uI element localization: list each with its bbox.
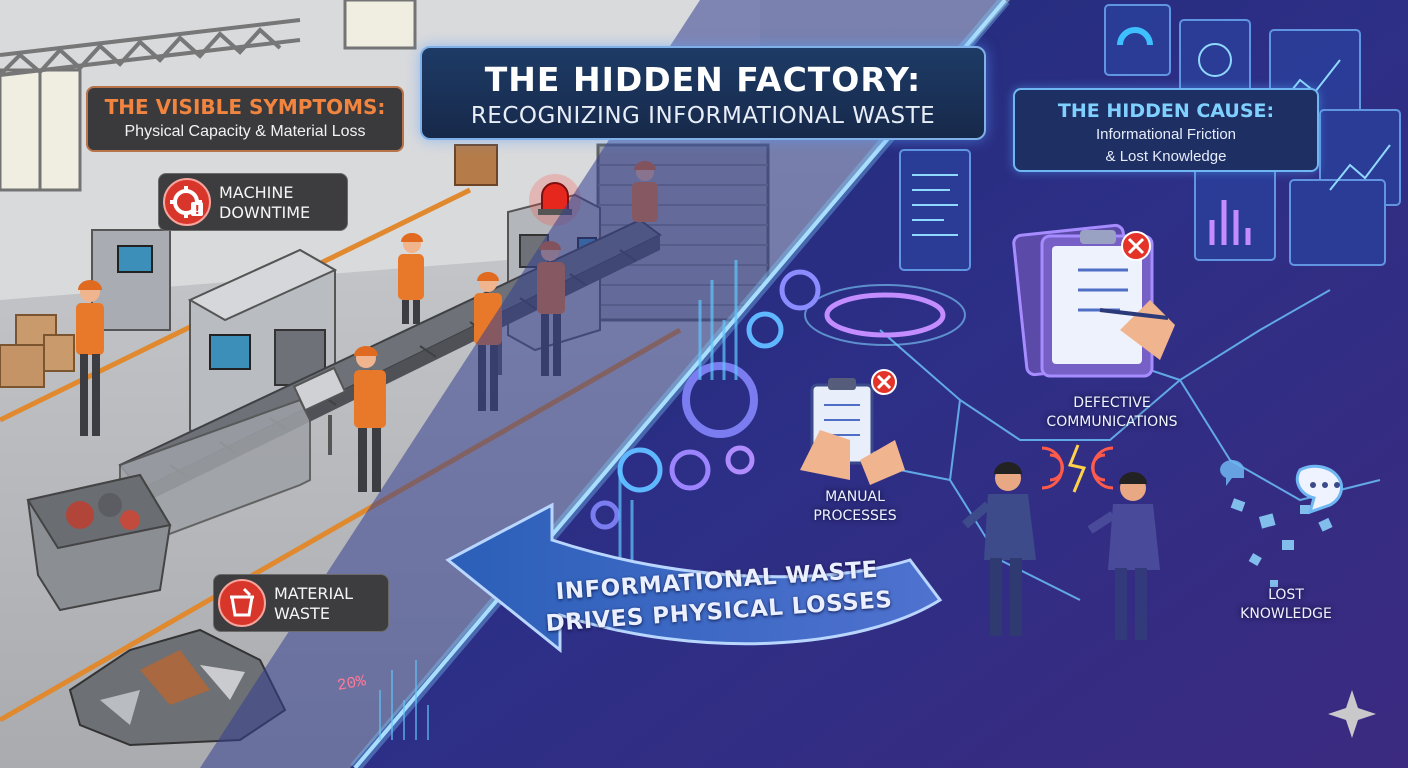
defective-communications-label: DEFECTIVE COMMUNICATIONS xyxy=(1046,395,1178,430)
data-bars-low xyxy=(379,660,429,740)
dashboard-marks xyxy=(912,27,1391,245)
glow-ring xyxy=(804,284,966,346)
scrap-bin xyxy=(26,473,172,612)
person xyxy=(1087,472,1160,640)
overhead-truss xyxy=(0,18,301,77)
material-waste-tag: MATERIAL WASTE xyxy=(213,574,389,632)
material-waste-label: MATERIAL WASTE xyxy=(274,584,354,623)
speech-bubble-icon xyxy=(1295,464,1344,515)
gear-icons xyxy=(590,269,821,530)
crates xyxy=(0,144,498,388)
page-title: THE HIDDEN FACTORY: xyxy=(484,60,922,99)
worker xyxy=(354,346,386,492)
factory-windows xyxy=(0,0,417,192)
person xyxy=(962,462,1036,636)
title-panel: THE HIDDEN FACTORY: RECOGNIZING INFORMAT… xyxy=(420,46,986,140)
sparkle-icon xyxy=(1328,690,1376,738)
svg-text:!: ! xyxy=(195,203,200,217)
lost-knowledge-label: LOST KNOWLEDGE xyxy=(1240,587,1332,622)
visible-symptoms-subheading: Physical Capacity & Material Loss xyxy=(124,123,366,140)
manual-processes-label: MANUAL PROCESSES xyxy=(813,489,897,524)
data-bars xyxy=(618,260,738,560)
data-readout: 20% xyxy=(336,672,368,695)
gear-warning-icon: ! xyxy=(163,178,211,226)
lost-knowledge-fragments xyxy=(1220,460,1333,587)
dashboard-panels xyxy=(899,4,1401,271)
scrap-pile xyxy=(68,628,287,747)
signal-waves-icon xyxy=(1041,444,1114,493)
hidden-cause-line2: & Lost Knowledge xyxy=(1105,148,1227,165)
page-subtitle: RECOGNIZING INFORMATIONAL WASTE xyxy=(470,103,936,129)
big-arrow-icon xyxy=(445,502,943,654)
hidden-cause-line1: Informational Friction xyxy=(1095,126,1237,143)
visible-symptoms-panel: THE VISIBLE SYMPTOMS: Physical Capacity … xyxy=(86,86,404,152)
clipboard-small-icon xyxy=(800,369,905,485)
machine-downtime-label: MACHINE DOWNTIME xyxy=(219,183,311,222)
worker xyxy=(76,280,104,436)
transition-gradient xyxy=(200,0,1010,768)
hidden-cause-panel: THE HIDDEN CAUSE: Informational Friction… xyxy=(1013,88,1319,172)
hidden-cause-heading: THE HIDDEN CAUSE: xyxy=(1057,100,1275,122)
clipboard-large-icon xyxy=(1012,223,1175,378)
bin-icon xyxy=(218,579,266,627)
control-panel-left xyxy=(91,229,171,331)
machine-downtime-tag: ! MACHINE DOWNTIME xyxy=(158,173,348,231)
worker xyxy=(398,233,424,324)
people-arguing xyxy=(962,444,1160,640)
visible-symptoms-heading: THE VISIBLE SYMPTOMS: xyxy=(104,95,386,119)
